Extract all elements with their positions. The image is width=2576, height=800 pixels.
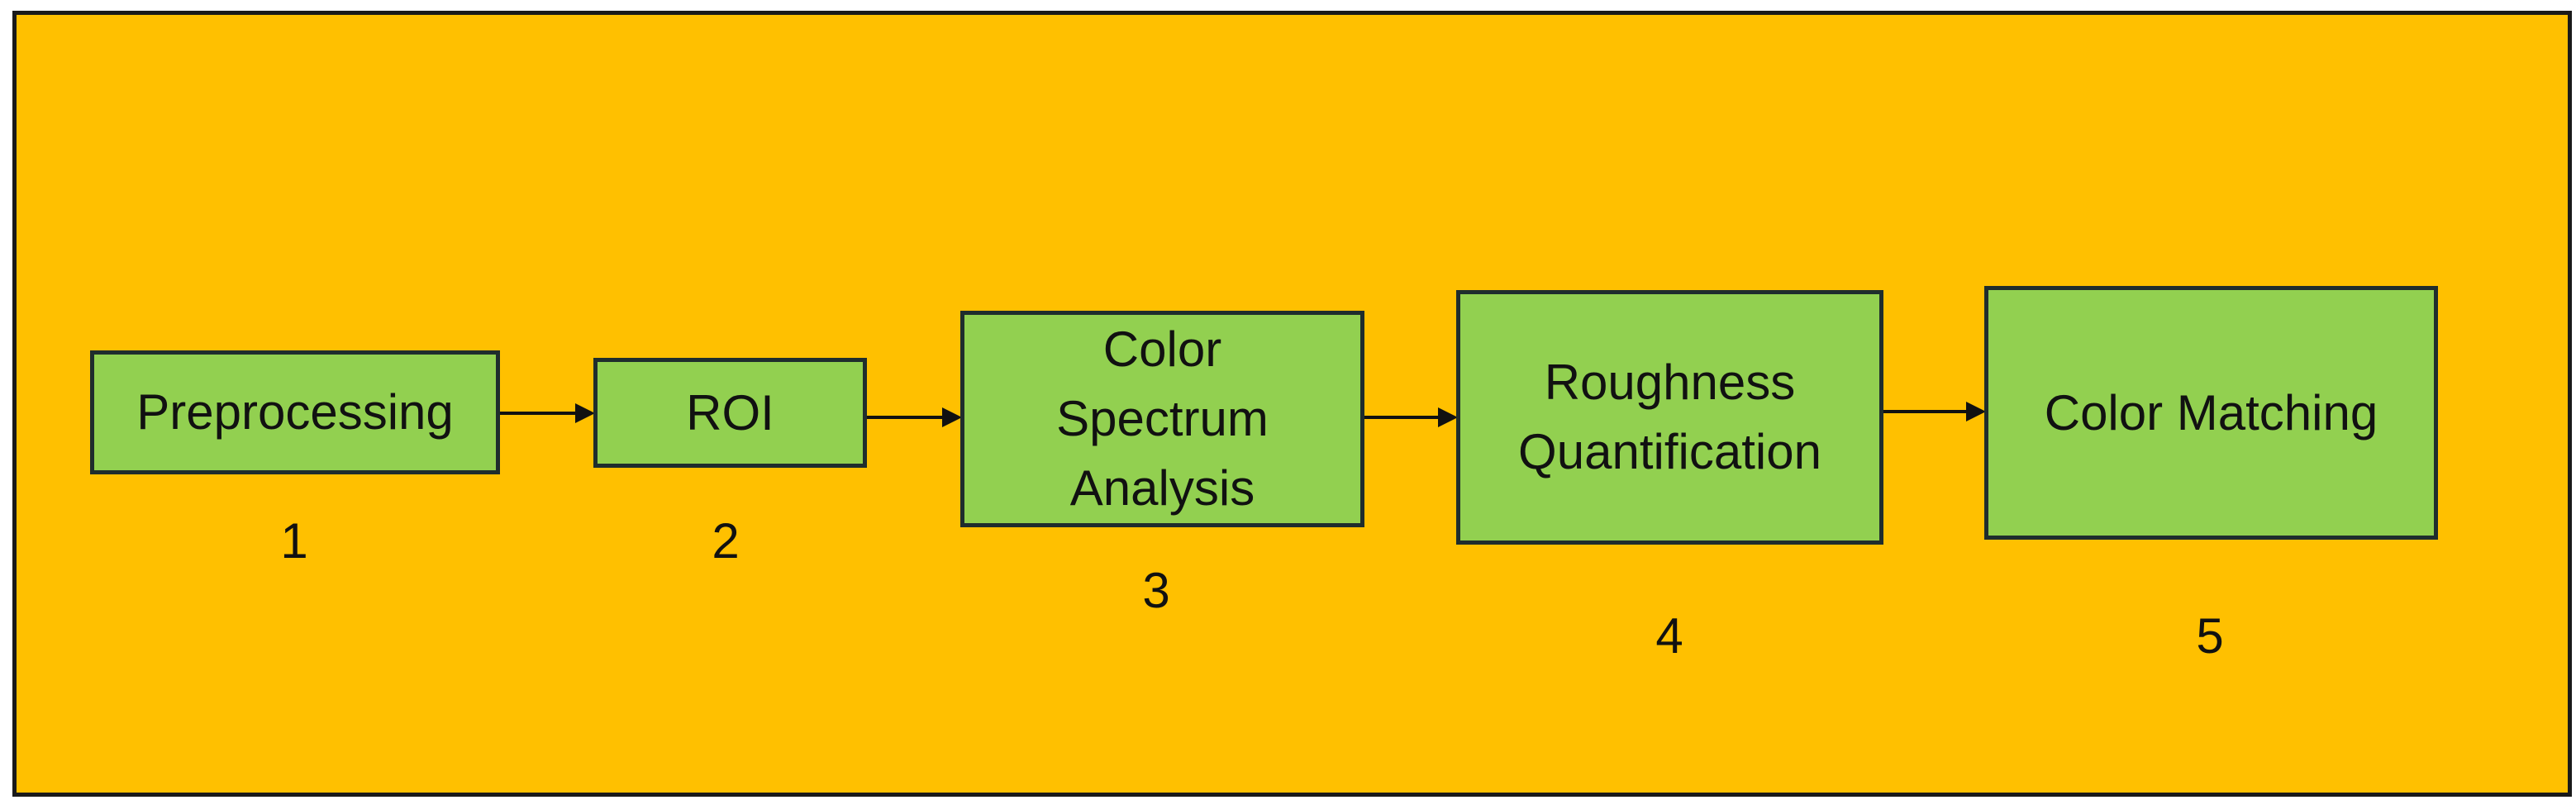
step-number-2: 2 bbox=[712, 513, 740, 569]
step-number-5: 5 bbox=[2196, 608, 2224, 664]
step-number-1: 1 bbox=[280, 513, 308, 569]
step-number-4: 4 bbox=[1655, 608, 1683, 664]
step-box-roughness-quantification: Roughness Quantification bbox=[1456, 290, 1883, 545]
step-number-3: 3 bbox=[1142, 563, 1170, 618]
step-box-roi: ROI bbox=[593, 358, 867, 468]
step-box-color-spectrum-analysis: Color Spectrum Analysis bbox=[960, 311, 1364, 527]
step-box-preprocessing: Preprocessing bbox=[90, 350, 500, 474]
step-box-color-matching: Color Matching bbox=[1984, 286, 2438, 540]
